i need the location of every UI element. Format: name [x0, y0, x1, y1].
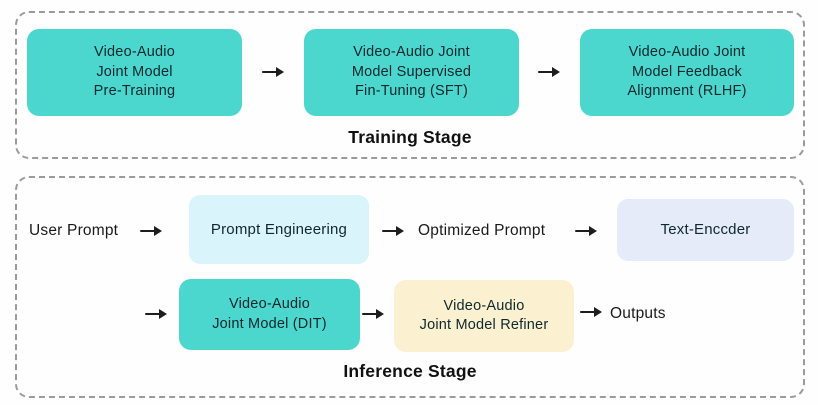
- sft-box: Video-Audio Joint Model Supervised Fin-T…: [304, 29, 519, 116]
- arrow-right-icon: [382, 225, 404, 238]
- arrow-right-icon: [538, 66, 560, 79]
- arrow-right-icon: [145, 308, 167, 321]
- arrow-right-icon: [580, 306, 602, 319]
- outputs-label: Outputs: [610, 305, 666, 322]
- arrow-right-icon: [575, 225, 597, 238]
- dit-model-box: Video-Audio Joint Model (DIT): [179, 279, 360, 350]
- inference-stage-container: User Prompt Prompt Engineering Optimized…: [15, 176, 805, 398]
- user-prompt-label: User Prompt: [29, 222, 119, 239]
- prompt-engineering-box-label: Prompt Engineering: [210, 220, 348, 238]
- sft-box-label: Video-Audio Joint Model Supervised Fin-T…: [351, 44, 472, 100]
- refiner-box-label: Video-Audio Joint Model Refiner: [419, 297, 549, 334]
- training-stage-title: Training Stage: [348, 127, 472, 147]
- training-stage-container: Video-Audio Joint Model Pre-Training Vid…: [15, 11, 805, 159]
- prompt-engineering-box: Prompt Engineering: [189, 195, 369, 264]
- optimized-prompt-label: Optimized Prompt: [418, 222, 546, 239]
- rlhf-box: Video-Audio Joint Model Feedback Alignme…: [580, 29, 794, 116]
- inference-stage-title: Inference Stage: [343, 361, 477, 381]
- refiner-box: Video-Audio Joint Model Refiner: [394, 280, 574, 352]
- arrow-right-icon: [140, 225, 162, 238]
- dit-model-box-label: Video-Audio Joint Model (DIT): [212, 296, 327, 332]
- arrow-right-icon: [262, 66, 284, 79]
- pretraining-box-label: Video-Audio Joint Model Pre-Training: [93, 44, 176, 100]
- rlhf-box-label: Video-Audio Joint Model Feedback Alignme…: [627, 44, 747, 100]
- pretraining-box: Video-Audio Joint Model Pre-Training: [27, 29, 242, 116]
- text-encoder-box-label: Text-Enccder: [660, 221, 751, 239]
- text-encoder-box: Text-Enccder: [617, 199, 794, 261]
- arrow-right-icon: [362, 308, 384, 321]
